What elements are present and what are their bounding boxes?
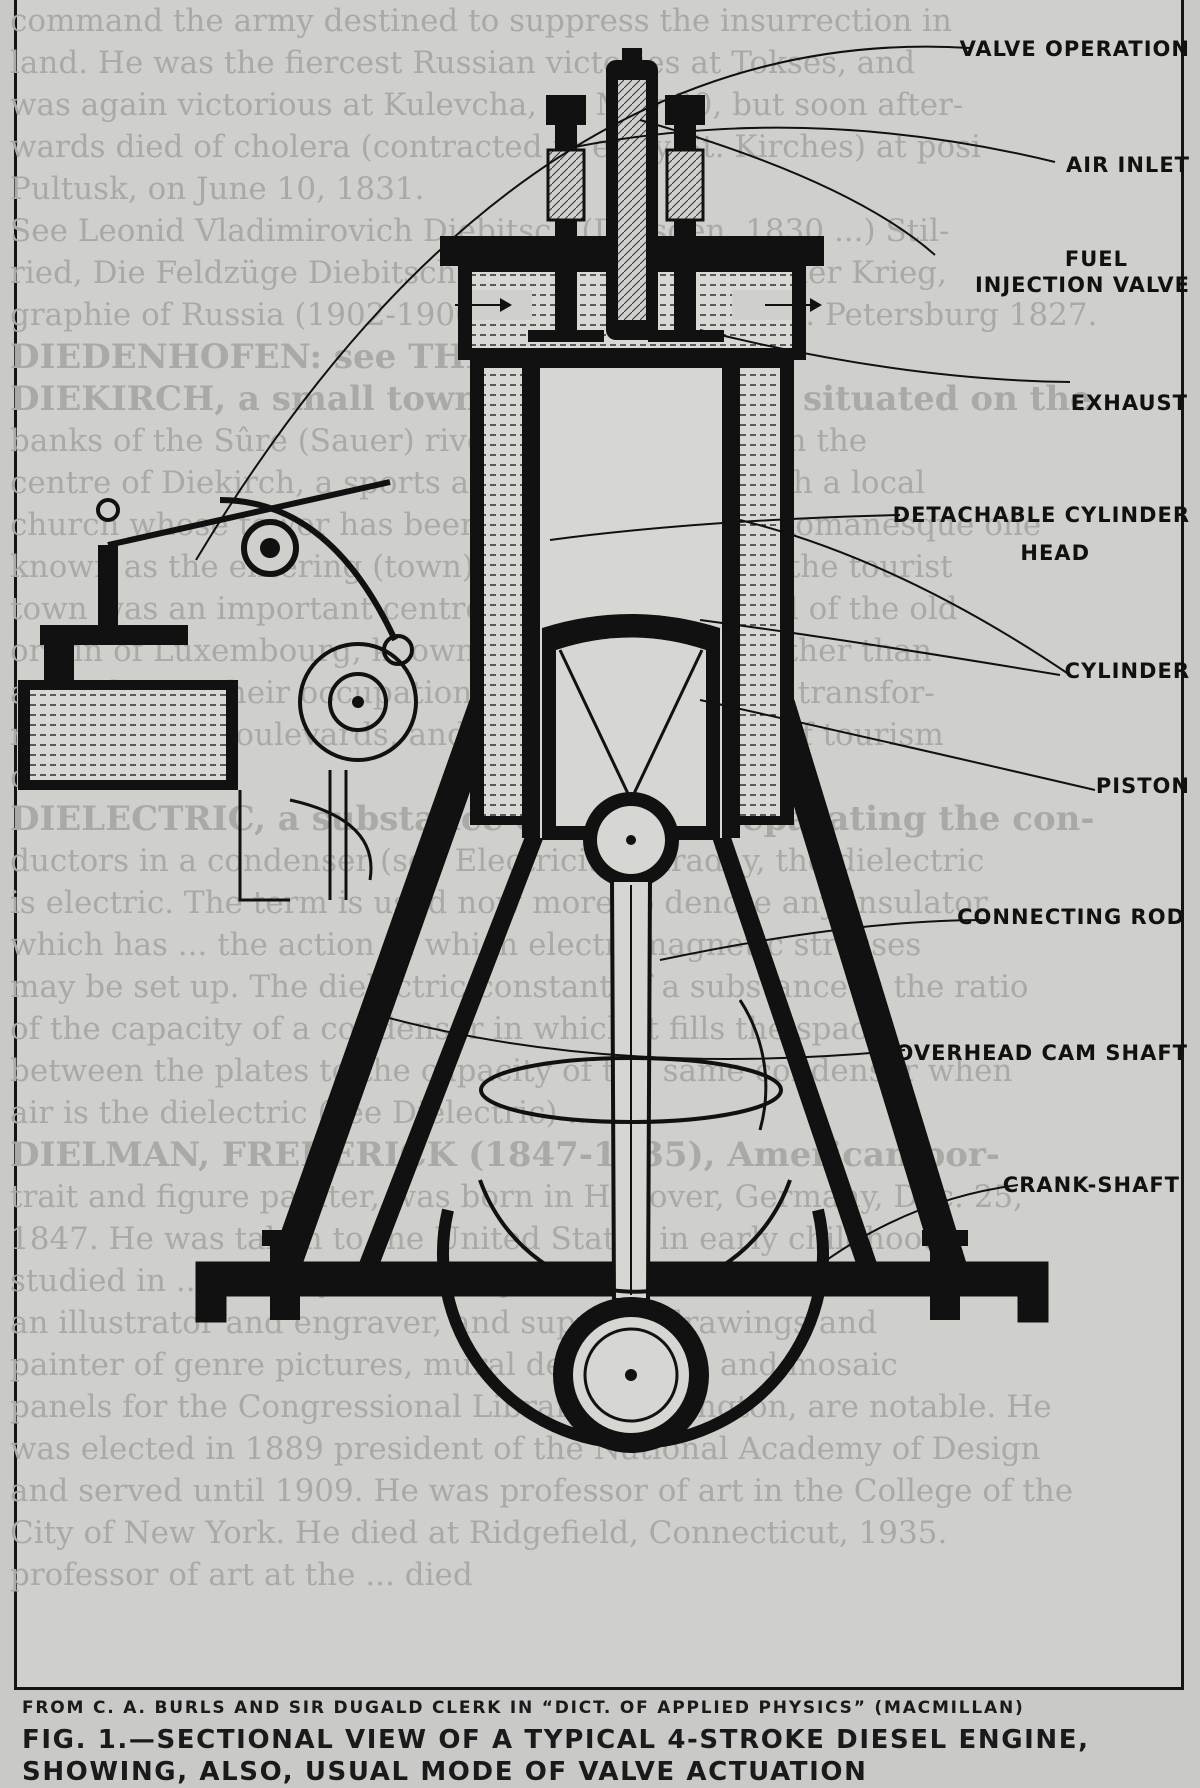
label-fuel: FUEL [1065,247,1128,271]
figure-caption: FIG. 1.—SECTIONAL VIEW OF A TYPICAL 4-ST… [22,1725,1090,1787]
label-exhaust: EXHAUST [1071,391,1188,415]
callout-labels: VALVE OPERATION AIR INLET FUEL INJECTION… [893,37,1190,1197]
show-through-text: command the army destined to suppress th… [10,0,1180,1680]
label-detachable-cylinder: DETACHABLE CYLINDER [893,503,1190,527]
bg-text-line: professor of art at the ... died [10,1557,473,1593]
connecting-rod [609,878,653,1302]
piston [542,614,720,888]
label-connecting-rod: CONNECTING ROD [957,905,1185,929]
bg-text-line: command the army destined to suppress th… [10,3,952,39]
label-valve-operation: VALVE OPERATION [960,37,1190,61]
bg-text-line: an illustrator and engraver, and supplie… [10,1305,878,1341]
label-cylinder: CYLINDER [1065,659,1190,683]
crank-shaft [553,1297,709,1453]
leader-lines [195,45,1096,1281]
bg-text-line: land. He was the fiercest Russian victor… [10,45,916,81]
caption-credit: FROM C. A. BURLS AND SIR DUGALD CLERK IN… [22,1698,1025,1718]
bg-text-line: was elected in 1889 president of the Nat… [10,1431,1041,1467]
bg-text-line: was again victorious at Kulevcha, on May… [10,87,964,123]
label-injection-valve: INJECTION VALVE [975,273,1190,297]
label-air-inlet: AIR INLET [1066,153,1190,177]
bg-text-line: painter of genre pictures, mural decorat… [10,1347,898,1383]
bg-text-line: air is the dielectric (see Dielectric) .… [10,1095,597,1131]
bg-text-line: 1847. He was taken to the United States … [10,1221,943,1257]
engine-diagram: VALVE OPERATION AIR INLET FUEL INJECTION… [18,37,1190,1453]
cam-gear [18,479,418,902]
bg-text-line: wards died of cholera (contracted in ear… [10,129,981,165]
holding-bolts [262,1230,968,1320]
valves [528,48,724,342]
label-overhead-cam-shaft: OVERHEAD CAM SHAFT [896,1041,1188,1065]
label-head: HEAD [1020,541,1090,565]
label-crank-shaft: CRANK-SHAFT [1003,1173,1180,1197]
bg-text-line: and served until 1909. He was professor … [10,1473,1074,1509]
bg-text-line: Pultusk, on June 10, 1831. [10,171,425,207]
label-piston: PISTON [1096,774,1190,798]
bg-text-line: City of New York. He died at Ridgefield,… [10,1515,948,1551]
